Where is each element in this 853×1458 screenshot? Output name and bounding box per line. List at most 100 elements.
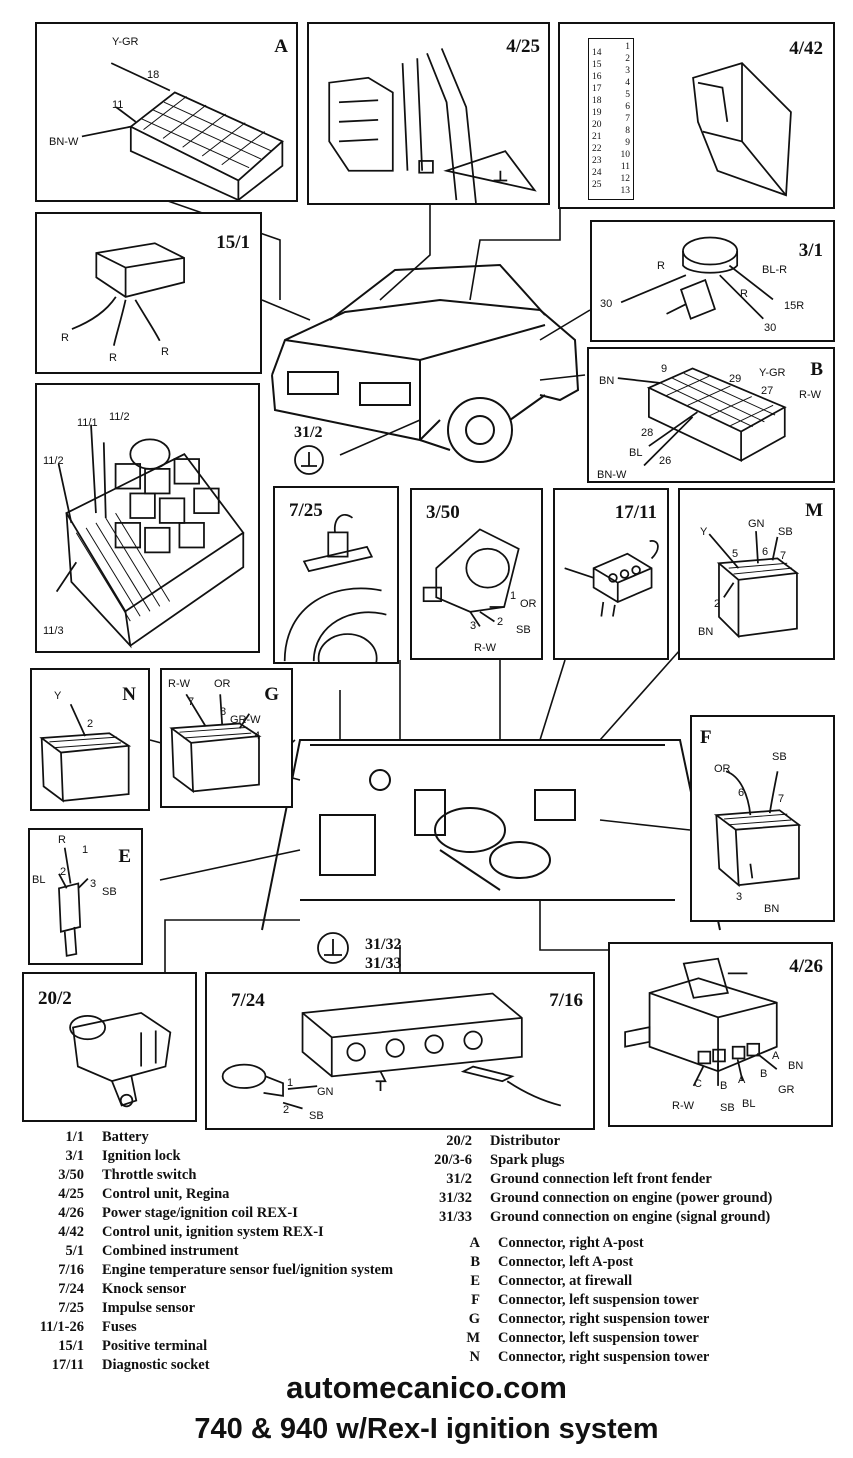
box-label-7-24: 7/24 (231, 990, 265, 1011)
legend-text: Connector, left suspension tower (498, 1292, 699, 1308)
wire-label: R (657, 260, 665, 272)
wire-label: BL (32, 874, 46, 886)
pin-number: 21 (592, 132, 602, 142)
wire-label: 15R (784, 300, 805, 312)
connector-f-panel: F OR SB 6 7 3 BN (690, 715, 835, 922)
wire-label: BL (742, 1098, 756, 1110)
legend-text: Ground connection left front fender (490, 1171, 712, 1187)
wire-label: SB (720, 1102, 735, 1114)
legend-text: Connector, left A-post (498, 1254, 634, 1270)
legend-code: 1/1 (65, 1129, 84, 1145)
legend-text: Impulse sensor (102, 1300, 196, 1316)
connector-a-drawing (81, 62, 284, 200)
pin-label: 7 (780, 550, 787, 562)
wire-label: GR (778, 1084, 795, 1096)
pin-label: B (760, 1068, 768, 1080)
pin-number: 22 (592, 144, 602, 154)
box-label-n: N (122, 684, 136, 705)
pin-label: 26 (659, 455, 672, 467)
connector-a-panel: A Y-GR 18 11 BN-W (35, 22, 298, 202)
box-label-4-25: 4/25 (506, 36, 540, 57)
pin-label: 2 (87, 718, 94, 730)
box-label-4-42: 4/42 (789, 38, 823, 59)
pin-number: 6 (625, 102, 630, 112)
throttle-switch-panel: 3/50 1 OR 2 SB 3 R-W (410, 488, 543, 660)
wire-label: GN (748, 518, 765, 530)
pin-number: 16 (592, 72, 602, 82)
wire-label: BN (599, 375, 615, 387)
legend-code: F (471, 1292, 480, 1308)
pin-label: 9 (661, 363, 668, 375)
ground-label-31-32: 31/32 (365, 936, 402, 953)
wire-label: Y-GR (112, 36, 139, 48)
wire-label: GN (317, 1086, 334, 1098)
legend-code: 7/24 (58, 1281, 84, 1297)
legend-code: 3/50 (58, 1167, 84, 1183)
distributor-panel: 20/2 (22, 972, 197, 1122)
wire-label: BN (788, 1060, 804, 1072)
legend-code: M (466, 1330, 480, 1346)
pin-number: 9 (625, 138, 630, 148)
wire-label: R-W (474, 642, 496, 654)
connector-f-drawing (713, 770, 802, 888)
pin-number: 20 (592, 120, 602, 130)
wire-label: SB (778, 526, 793, 538)
legend-text: Ground connection on engine (signal grou… (490, 1209, 771, 1225)
box-label-7-16: 7/16 (549, 990, 583, 1011)
pin-number: 23 (592, 156, 602, 166)
wire-label: BN-W (597, 469, 627, 481)
legend-code: 4/25 (58, 1186, 84, 1202)
pin-number: 8 (625, 126, 630, 136)
wire-label: R-W (168, 678, 190, 690)
pin-label: 1 (510, 590, 517, 602)
connector-b-panel: B BN 9 29 Y-GR 27 R-W 28 BL 26 BN-W (587, 347, 835, 483)
wire-label: BL (629, 447, 643, 459)
legend-row: F Connector, left suspension tower (440, 1291, 709, 1310)
wire-label: Y (700, 526, 708, 538)
box-label-e: E (118, 846, 131, 867)
connector-n-panel: N Y 2 (30, 668, 150, 811)
box-label-4-26: 4/26 (789, 956, 823, 977)
pin-label: 3 (470, 620, 477, 632)
pin-number: 11 (620, 162, 630, 172)
legend-code: 20/2 (446, 1133, 472, 1149)
legend-text: Power stage/ignition coil REX-I (102, 1205, 298, 1221)
connector-m-drawing (708, 531, 800, 639)
box-label-20-2: 20/2 (38, 988, 72, 1009)
pin-label: C (694, 1078, 702, 1090)
pin-number: 4 (625, 78, 630, 88)
wire-label: OR (214, 678, 231, 690)
legend-text: Connector, right suspension tower (498, 1311, 710, 1327)
pin-label: 7 (778, 793, 785, 805)
connector-b-drawing (617, 367, 787, 467)
legend-text: Connector, at firewall (498, 1273, 633, 1289)
wire-label: SB (516, 624, 531, 636)
legend-code: N (469, 1349, 480, 1365)
legend-code: 15/1 (58, 1338, 84, 1354)
legend-code: 17/11 (51, 1357, 84, 1373)
pin-label: 27 (761, 385, 774, 397)
wire-label: R (109, 352, 117, 364)
legend-code: 7/16 (58, 1262, 84, 1278)
wire-label: Y-GR (759, 367, 786, 379)
legend-text: Ground connection on engine (power groun… (490, 1190, 773, 1206)
ground-symbol-31-32 (317, 932, 349, 964)
fuse-label: 11/2 (109, 411, 130, 423)
pin-number: 19 (592, 108, 602, 118)
pin-label: 11 (112, 99, 124, 111)
legend-text: Control unit, ignition system REX-I (102, 1224, 324, 1240)
wire-label: BL-R (762, 264, 788, 276)
wire-label: BN-W (49, 136, 79, 148)
pin-number: 13 (620, 186, 631, 196)
pin-label: 6 (762, 546, 769, 558)
